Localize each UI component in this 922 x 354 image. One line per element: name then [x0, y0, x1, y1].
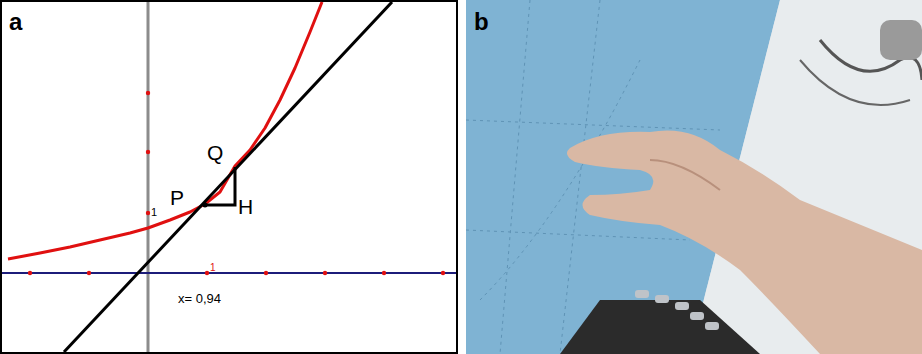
- keys: [635, 290, 719, 330]
- photo-ground: [466, 0, 922, 354]
- panel-letter: a: [9, 10, 22, 34]
- point-p: [203, 203, 208, 208]
- axis-ticks: [28, 91, 445, 275]
- coordinate-readout: x= 0,94: [178, 292, 221, 305]
- x-axis: [2, 272, 456, 274]
- panel-frame: [1, 1, 457, 353]
- y-axis: [147, 2, 150, 352]
- device: [880, 20, 922, 60]
- point-label: H: [238, 196, 253, 217]
- slope-triangle: [205, 167, 235, 205]
- tangent-line: [64, 2, 392, 352]
- point-label: Q: [207, 142, 223, 163]
- hand: [567, 130, 922, 354]
- axis-tick-label: 1: [210, 263, 216, 273]
- hand-shadow: [650, 160, 720, 190]
- exponential-curve: [8, 2, 322, 259]
- axis-tick-label: 1: [151, 207, 157, 218]
- panel-letter: b: [474, 10, 489, 34]
- point-label: P: [170, 187, 184, 208]
- cable: [800, 60, 910, 105]
- laptop-keyboard: [560, 300, 760, 354]
